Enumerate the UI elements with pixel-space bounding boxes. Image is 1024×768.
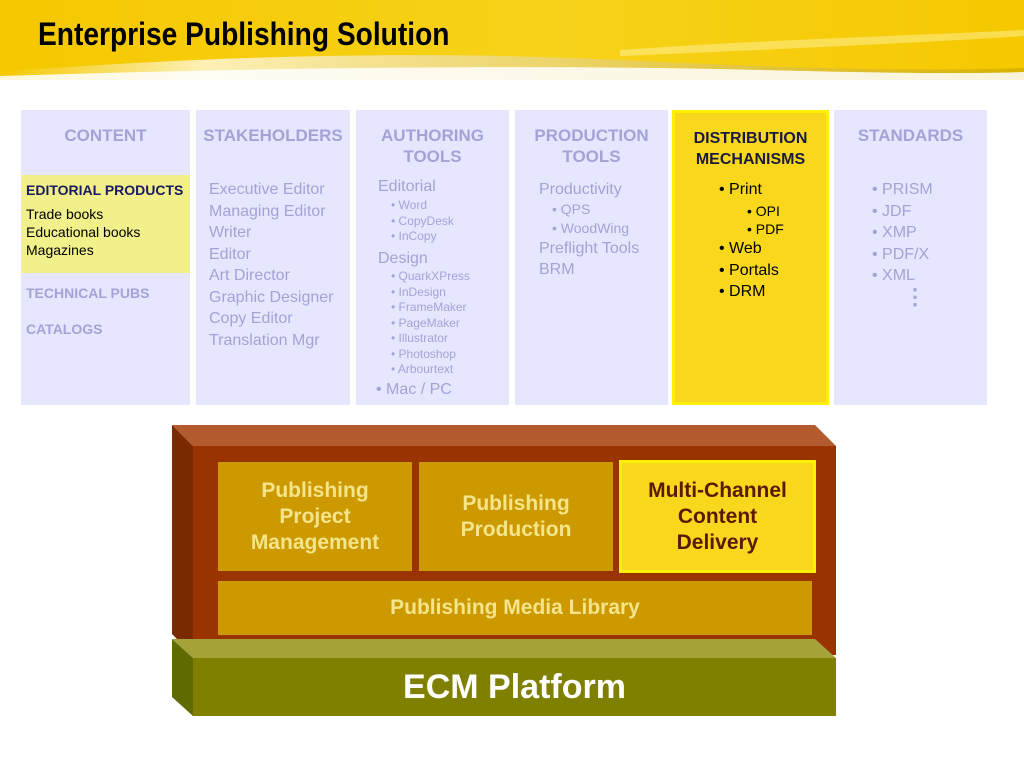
- stakeholder-item: Managing Editor: [209, 202, 326, 220]
- productivity-list: QPS WoodWing: [552, 200, 629, 238]
- tool-item: WoodWing: [552, 219, 629, 238]
- standard-item: XML: [872, 265, 933, 287]
- platform-label: Mac / PC: [376, 379, 452, 401]
- publishing-media-library-block: Publishing Media Library: [218, 581, 812, 635]
- standard-item: PDF/X: [872, 244, 933, 266]
- distribution-list: Web Portals DRM: [719, 238, 779, 303]
- editorial-tools-label: Editorial: [378, 178, 436, 195]
- stakeholders-heading: STAKEHOLDERS: [203, 126, 343, 145]
- brown-box-top: [172, 425, 836, 446]
- label-line: Project: [279, 504, 351, 528]
- heading-line: TOOLS: [403, 147, 462, 166]
- distribution-mechanisms-column: DISTRIBUTION MECHANISMS Print OPI PDF We…: [672, 110, 829, 405]
- stakeholder-item: Writer: [209, 224, 252, 241]
- platform-top: [172, 639, 836, 658]
- tool-item: QPS: [552, 200, 629, 219]
- label-line: Publishing: [462, 491, 570, 515]
- standard-item: XMP: [872, 222, 933, 244]
- stakeholder-item: Translation Mgr: [209, 331, 320, 349]
- editorial-item: Educational books: [26, 224, 141, 240]
- heading-line: TOOLS: [562, 147, 621, 166]
- block-label: Publishing Production: [461, 491, 572, 543]
- label-line: Multi-Channel: [648, 478, 787, 502]
- standards-column: STANDARDS PRISM JDF XMP PDF/X XML ⋮: [834, 110, 987, 405]
- standards-heading: STANDARDS: [857, 126, 964, 145]
- stakeholder-item: Editor: [209, 245, 251, 263]
- tool-item: InDesign: [391, 285, 470, 301]
- tool-item: QuarkXPress: [391, 269, 470, 285]
- tool-item: Arbourtext: [391, 362, 470, 378]
- block-label: Multi-Channel Content Delivery: [648, 478, 787, 556]
- heading-line: PRODUCTION: [534, 126, 649, 145]
- stakeholders-column: STAKEHOLDERS Executive Editor Managing E…: [196, 110, 350, 405]
- stakeholder-item: Copy Editor: [209, 310, 293, 327]
- print-item: PDF: [747, 220, 784, 238]
- distribution-item: Web: [719, 238, 779, 260]
- publishing-project-management-block: Publishing Project Management: [218, 462, 412, 571]
- label-line: Delivery: [676, 530, 759, 554]
- editorial-tools-list: Word CopyDesk InCopy: [391, 198, 454, 245]
- editorial-item: Magazines: [26, 242, 94, 258]
- stakeholders-list: Executive Editor Managing Editor Writer …: [209, 179, 334, 351]
- catalogs-label: CATALOGS: [26, 321, 103, 337]
- publishing-production-block: Publishing Production: [419, 462, 613, 571]
- tool-item: PageMaker: [391, 316, 470, 332]
- content-heading: CONTENT: [64, 126, 147, 145]
- label-line: Production: [460, 517, 572, 541]
- standard-item: PRISM: [872, 179, 933, 201]
- design-tools-list: QuarkXPress InDesign FrameMaker PageMake…: [391, 269, 470, 378]
- platform-side: [172, 639, 193, 716]
- header-swoosh-graphic: [0, 0, 1024, 80]
- more-ellipsis-icon: ⋮: [904, 284, 926, 309]
- block-label: Publishing Project Management: [251, 478, 379, 556]
- platform-front: [193, 658, 836, 716]
- print-item: OPI: [747, 202, 784, 220]
- label-line: Content: [677, 504, 758, 528]
- tool-item: InCopy: [391, 229, 454, 245]
- editorial-products-box: EDITORIAL PRODUCTS Trade books Education…: [21, 175, 190, 273]
- tool-item: Illustrator: [391, 331, 470, 347]
- print-label: Print: [719, 179, 762, 201]
- design-tools-label: Design: [378, 250, 428, 267]
- tool-item: CopyDesk: [391, 214, 454, 230]
- stakeholder-item: Executive Editor: [209, 181, 325, 198]
- label-line: Publishing: [261, 478, 369, 502]
- print-list: OPI PDF: [747, 202, 784, 238]
- authoring-tools-column: AUTHORING TOOLS Editorial Word CopyDesk …: [356, 110, 509, 405]
- heading-line: DISTRIBUTION: [693, 130, 808, 147]
- production-tools-heading: PRODUCTION TOOLS: [515, 125, 668, 167]
- distribution-item: DRM: [719, 281, 779, 303]
- production-tools-column: PRODUCTION TOOLS Productivity QPS WoodWi…: [515, 110, 668, 405]
- brown-box-side: [172, 425, 193, 655]
- heading-line: MECHANISMS: [695, 151, 806, 168]
- editorial-products-title: EDITORIAL PRODUCTS: [26, 182, 184, 198]
- label-line: Management: [250, 530, 380, 554]
- editorial-item: Trade books: [26, 206, 104, 222]
- header-banner: Enterprise Publishing Solution: [0, 0, 1024, 80]
- distribution-heading: DISTRIBUTION MECHANISMS: [675, 128, 826, 170]
- standards-list: PRISM JDF XMP PDF/X XML: [872, 179, 933, 287]
- distribution-item: Portals: [719, 260, 779, 282]
- productivity-label: Productivity: [539, 181, 622, 198]
- technical-pubs-label: TECHNICAL PUBS: [26, 285, 150, 301]
- heading-line: AUTHORING: [381, 126, 484, 145]
- tool-item: FrameMaker: [391, 300, 470, 316]
- standard-item: JDF: [872, 201, 933, 223]
- ecm-platform-label: ECM Platform: [403, 667, 626, 706]
- authoring-tools-heading: AUTHORING TOOLS: [356, 125, 509, 167]
- page-title: Enterprise Publishing Solution: [38, 16, 450, 52]
- tool-item: Word: [391, 198, 454, 214]
- tool-item: Photoshop: [391, 347, 470, 363]
- stakeholder-item: Graphic Designer: [209, 288, 334, 306]
- multi-channel-content-delivery-block: Multi-Channel Content Delivery: [619, 460, 816, 573]
- stakeholder-item: Art Director: [209, 267, 290, 284]
- preflight-label: Preflight Tools: [539, 240, 640, 257]
- brm-label: BRM: [539, 261, 575, 278]
